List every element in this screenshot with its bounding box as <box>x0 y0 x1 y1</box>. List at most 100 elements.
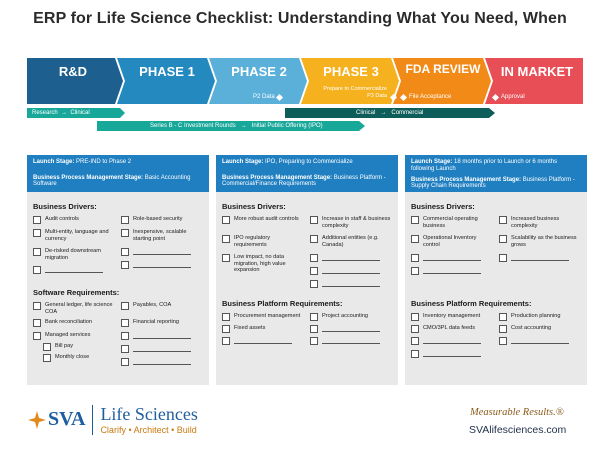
checkbox[interactable] <box>411 267 419 275</box>
checkbox[interactable] <box>310 216 318 224</box>
write-in-line[interactable] <box>133 248 191 255</box>
write-in-line[interactable] <box>45 266 103 273</box>
checkbox[interactable] <box>310 280 318 288</box>
checklist-item[interactable]: Operational Inventory control <box>411 235 493 248</box>
write-in-line[interactable] <box>423 350 481 357</box>
blank-checklist-item[interactable] <box>310 280 380 288</box>
checkbox[interactable] <box>121 248 129 256</box>
checkbox[interactable] <box>222 337 230 345</box>
checklist-item[interactable]: Financial reporting <box>121 319 203 327</box>
checklist-item[interactable]: IPO regulatory requirements <box>222 235 304 248</box>
checklist-item[interactable]: Increase in staff & business complexity <box>310 216 392 229</box>
checklist-item[interactable]: CMO/3PL data feeds <box>411 325 493 333</box>
checkbox[interactable] <box>121 345 129 353</box>
checkbox[interactable] <box>222 313 230 321</box>
checkbox[interactable] <box>121 216 129 224</box>
checklist-item[interactable]: Inventory management <box>411 313 493 321</box>
checkbox[interactable] <box>121 229 129 237</box>
blank-checklist-item[interactable] <box>499 337 569 345</box>
write-in-line[interactable] <box>423 254 481 261</box>
write-in-line[interactable] <box>133 358 191 365</box>
checkbox[interactable] <box>411 325 419 333</box>
checkbox[interactable] <box>411 337 419 345</box>
checklist-item[interactable]: Commercial operating business <box>411 216 493 229</box>
blank-checklist-item[interactable] <box>33 266 103 274</box>
checkbox[interactable] <box>411 254 419 262</box>
blank-checklist-item[interactable] <box>499 254 569 262</box>
checklist-item[interactable]: Multi-entity, language and currency <box>33 229 115 242</box>
checkbox[interactable] <box>310 337 318 345</box>
checklist-item[interactable]: Scalability as the business grows <box>499 235 581 248</box>
write-in-line[interactable] <box>133 261 191 268</box>
checkbox[interactable] <box>33 216 41 224</box>
write-in-line[interactable] <box>423 267 481 274</box>
checklist-item[interactable]: Role-based security <box>121 216 203 224</box>
checkbox[interactable] <box>310 254 318 262</box>
checkbox[interactable] <box>33 332 41 340</box>
checklist-item[interactable]: Managed services <box>33 332 115 340</box>
blank-checklist-item[interactable] <box>121 248 191 256</box>
blank-checklist-item[interactable] <box>121 345 191 353</box>
checklist-item[interactable]: Production planning <box>499 313 581 321</box>
checkbox[interactable] <box>33 319 41 327</box>
checklist-item[interactable]: De-risked downstream migration <box>33 248 115 261</box>
checkbox[interactable] <box>411 313 419 321</box>
write-in-line[interactable] <box>133 332 191 339</box>
checklist-subitem[interactable]: Bill pay <box>43 343 113 351</box>
checkbox[interactable] <box>222 254 230 262</box>
checkbox[interactable] <box>33 248 41 256</box>
blank-checklist-item[interactable] <box>121 358 191 366</box>
checkbox[interactable] <box>411 235 419 243</box>
write-in-line[interactable] <box>322 280 380 287</box>
checkbox[interactable] <box>222 325 230 333</box>
checkbox[interactable] <box>499 325 507 333</box>
write-in-line[interactable] <box>322 337 380 344</box>
checkbox[interactable] <box>310 235 318 243</box>
checklist-item[interactable]: Fixed assets <box>222 325 304 333</box>
checkbox[interactable] <box>310 325 318 333</box>
checklist-item[interactable]: Procurement management <box>222 313 304 321</box>
checklist-item[interactable]: Inexpensive, scalable starting point <box>121 229 203 242</box>
blank-checklist-item[interactable] <box>411 267 481 275</box>
checkbox[interactable] <box>222 216 230 224</box>
write-in-line[interactable] <box>511 337 569 344</box>
checkbox[interactable] <box>121 332 129 340</box>
checkbox[interactable] <box>499 216 507 224</box>
checklist-item[interactable]: Payables, COA <box>121 302 203 310</box>
checkbox[interactable] <box>121 319 129 327</box>
write-in-line[interactable] <box>423 337 481 344</box>
checkbox[interactable] <box>222 235 230 243</box>
write-in-line[interactable] <box>322 267 380 274</box>
blank-checklist-item[interactable] <box>121 261 191 269</box>
checklist-item[interactable]: Cost accounting <box>499 325 581 333</box>
checklist-item[interactable]: Project accounting <box>310 313 392 321</box>
checkbox[interactable] <box>310 313 318 321</box>
checkbox[interactable] <box>411 350 419 358</box>
blank-checklist-item[interactable] <box>310 325 380 333</box>
write-in-line[interactable] <box>133 345 191 352</box>
checklist-item[interactable]: Bank reconciliation <box>33 319 115 327</box>
checkbox[interactable] <box>43 354 51 362</box>
checklist-subitem[interactable]: Monthly close <box>43 354 113 362</box>
blank-checklist-item[interactable] <box>411 350 481 358</box>
write-in-line[interactable] <box>322 325 380 332</box>
checkbox[interactable] <box>43 343 51 351</box>
checklist-item[interactable]: More robust audit controls <box>222 216 304 224</box>
checkbox[interactable] <box>33 229 41 237</box>
checkbox[interactable] <box>499 235 507 243</box>
checkbox[interactable] <box>499 254 507 262</box>
checkbox[interactable] <box>499 337 507 345</box>
blank-checklist-item[interactable] <box>121 332 191 340</box>
checkbox[interactable] <box>121 261 129 269</box>
blank-checklist-item[interactable] <box>222 337 292 345</box>
write-in-line[interactable] <box>234 337 292 344</box>
checklist-item[interactable]: Low impact, no data migration, high valu… <box>222 254 304 274</box>
checkbox[interactable] <box>33 266 41 274</box>
website-link[interactable]: SVAlifesciences.com <box>469 424 567 436</box>
blank-checklist-item[interactable] <box>310 254 380 262</box>
checkbox[interactable] <box>411 216 419 224</box>
blank-checklist-item[interactable] <box>310 337 380 345</box>
checklist-item[interactable]: General ledger, life science COA <box>33 302 115 315</box>
checkbox[interactable] <box>121 302 129 310</box>
blank-checklist-item[interactable] <box>310 267 380 275</box>
